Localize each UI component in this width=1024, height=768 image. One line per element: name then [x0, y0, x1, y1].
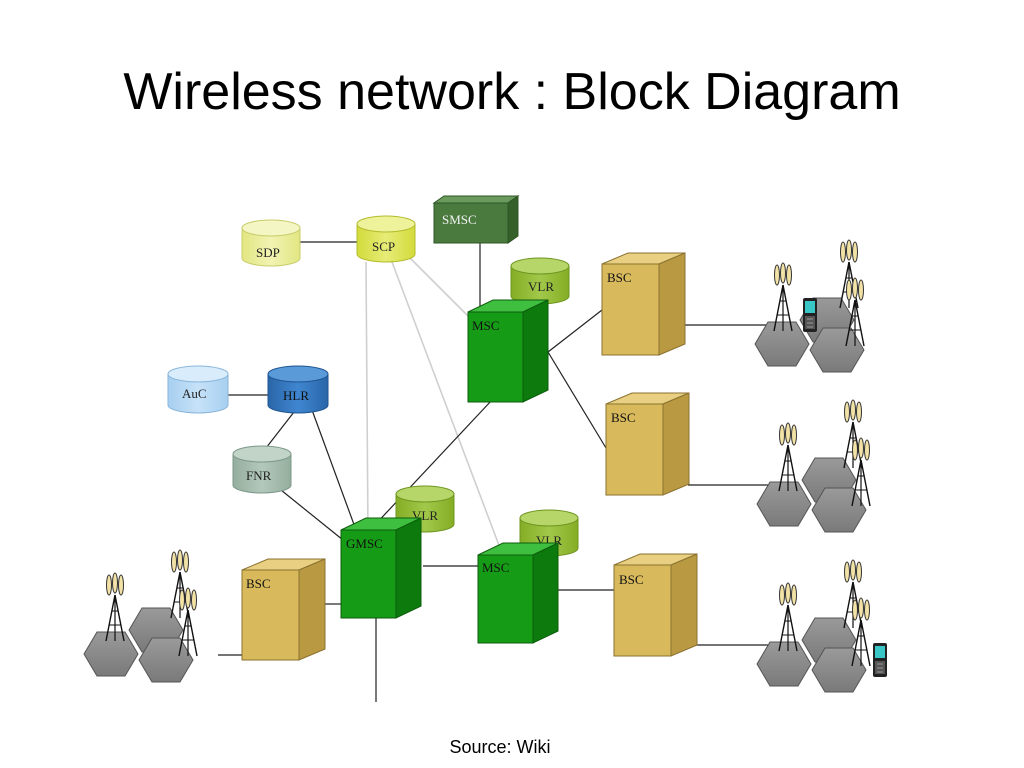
- link-hlr-gmsc: [311, 409, 357, 531]
- bsc-top-label: BSC: [607, 270, 632, 285]
- cell-site-bottom: [756, 559, 888, 693]
- scp-label: SCP: [372, 239, 395, 254]
- smsc-box: SMSC: [432, 195, 520, 244]
- gmsc-box: GMSC: [340, 517, 422, 619]
- bsc-left-label: BSC: [246, 576, 271, 591]
- auc-database: AuC: [167, 365, 229, 414]
- cell-site-middle: [756, 399, 871, 533]
- connection-lines: [218, 241, 782, 702]
- slide-title: Wireless network : Block Diagram: [123, 63, 901, 121]
- link-scp-msc-top: [407, 255, 471, 319]
- bsc-middle-box: BSC: [605, 392, 690, 496]
- smsc-label: SMSC: [442, 212, 477, 227]
- auc-label: AuC: [182, 386, 207, 401]
- msc-top-box: MSC: [467, 299, 549, 403]
- link-scp-msc-bottom: [391, 261, 501, 549]
- gmsc-label: GMSC: [346, 536, 383, 551]
- cell-site-left: [83, 549, 198, 683]
- bsc-left-box: BSC: [241, 558, 326, 661]
- sdp-label: SDP: [256, 245, 280, 260]
- sdp-database: SDP: [241, 219, 301, 267]
- msc-top-label: MSC: [472, 318, 499, 333]
- link-msc-top-bsc-middle: [547, 351, 607, 449]
- scp-database: SCP: [356, 215, 416, 263]
- link-msc-top-bsc-top: [547, 309, 603, 353]
- hlr-database: HLR: [267, 365, 329, 414]
- hlr-label: HLR: [283, 388, 309, 403]
- bsc-bottom-box: BSC: [613, 553, 698, 657]
- mobile-phone-icon: [872, 642, 888, 678]
- link-gmsc-msc-top: [371, 399, 493, 529]
- bsc-bottom-label: BSC: [619, 572, 644, 587]
- msc-bottom-label: MSC: [482, 560, 509, 575]
- cell-site-top: [754, 239, 865, 373]
- bsc-top-box: BSC: [601, 252, 686, 356]
- mobile-phone-icon: [802, 297, 818, 333]
- fnr-label: FNR: [246, 468, 272, 483]
- msc-bottom-box: MSC: [477, 542, 559, 644]
- vlr-top-label: VLR: [528, 279, 554, 294]
- fnr-database: FNR: [232, 445, 292, 494]
- vlr-top-database: VLR: [510, 257, 570, 305]
- bsc-middle-label: BSC: [611, 410, 636, 425]
- source-caption: Source: Wiki: [449, 737, 551, 757]
- link-fnr-gmsc: [275, 485, 344, 541]
- link-hlr-fnr: [265, 411, 295, 449]
- link-scp-gmsc: [365, 261, 369, 536]
